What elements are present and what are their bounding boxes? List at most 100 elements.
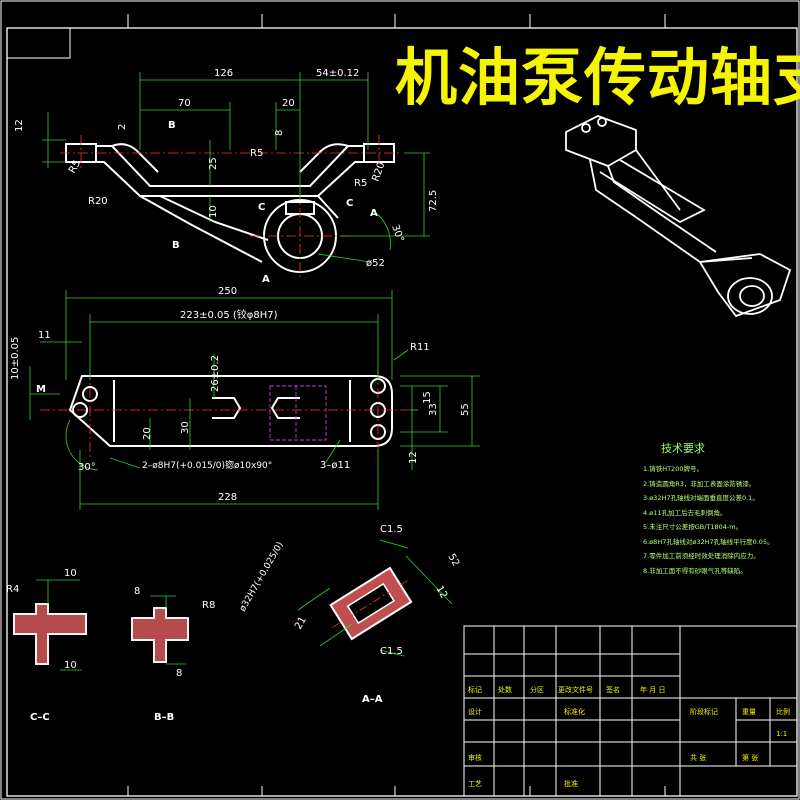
tb-sheet-0: 共 张 [690, 753, 706, 762]
label-c-left: C [258, 202, 265, 213]
dim-r11: R11 [410, 342, 430, 353]
tb-r2-0: 设计 [468, 707, 482, 716]
technical-requirements: 技术要求 1.铸铁HT200牌号。 2.铸造圆角R3，非加工表面涂防锈漆。 3.… [643, 440, 800, 578]
dim-26: 26±0.2 [210, 355, 221, 392]
label-c-right: C [346, 198, 353, 209]
dim-12: 12 [14, 119, 25, 132]
zone-ticks [127, 14, 666, 796]
tb-r1-4: 签名 [606, 685, 620, 694]
front-view [65, 143, 395, 273]
dim-r5-c: R5 [354, 178, 367, 189]
dim-10-005: 10±0.05 [10, 337, 21, 380]
dim-70: 70 [178, 98, 191, 109]
dim-8a: 8 [134, 586, 140, 597]
plan-centerlines [40, 370, 410, 460]
section-bb: 8 8 R8 B–B [131, 586, 215, 723]
tech-item: 6.ø8H7孔轴线对ø32H7孔轴线平行度0.05。 [643, 537, 774, 546]
dim-12c: 12 [433, 584, 449, 601]
tb-part-1: 重量 [742, 708, 756, 716]
tb-r4-0: 工艺 [468, 780, 482, 788]
dim-30deg: 30° [389, 223, 405, 243]
dim-33: 33 [428, 403, 439, 416]
section-aa-label: A–A [362, 694, 383, 705]
dim-25: 25 [208, 157, 219, 170]
dim-10: 10 [208, 205, 219, 218]
section-cc: R4 10 10 C–C [6, 568, 87, 723]
tb-part-2: 比例 [776, 707, 790, 716]
plan-view [68, 375, 393, 447]
label-a-bot: A [262, 274, 270, 285]
plan-dim-text: 250 223±0.05 (铰φ8H7) 10±0.05 11 R11 26±0… [10, 286, 471, 503]
tech-item: 5.未注尺寸公差按GB/T1804-m。 [643, 523, 743, 531]
dim-12b: 12 [408, 451, 419, 464]
dim-phi52: ø52 [366, 258, 385, 269]
dim-20: 20 [282, 98, 295, 109]
dim-52: 52 [445, 552, 461, 569]
tb-r3-0: 审核 [468, 753, 482, 762]
drawing-title: 机油泵传动轴支 [395, 41, 800, 114]
dim-2: 2 [117, 124, 128, 130]
front-view-dims [42, 72, 430, 263]
tb-r1-3: 更改文件号 [558, 685, 593, 694]
dim-r20-b: R20 [370, 161, 387, 183]
isometric-view [565, 115, 792, 318]
front-view-dim-text: 126 54±0.12 70 20 12 8 2 R5 R5 R5 R20 R2… [14, 68, 439, 269]
inner-frame [6, 27, 798, 797]
tech-item: 4.ø11孔加工后去毛刺倒角。 [643, 508, 727, 517]
section-aa: ø32H7(+0.025/0) 21 52 12 C1.5 C1.5 A–A [238, 524, 461, 705]
dim-30: 30 [180, 421, 191, 434]
label-b-bot: B [172, 240, 180, 251]
tb-r1-1: 处数 [498, 685, 512, 694]
tb-r1-0: 标记 [468, 685, 482, 694]
dim-10d: 10 [64, 660, 77, 671]
dim-11: 11 [38, 330, 51, 341]
section-bb-label: B–B [154, 712, 174, 723]
label-b-top: B [168, 120, 176, 131]
dim-30b: 30° [78, 462, 96, 473]
dim-8b: 8 [176, 668, 182, 679]
tb-r2-3: 标准化 [564, 707, 585, 716]
plan-hidden-lines [269, 385, 327, 441]
dim-phi32: ø32H7(+0.025/0) [238, 540, 286, 613]
tb-r4-3: 批准 [564, 779, 578, 788]
tb-scale: 1:1 [776, 730, 787, 738]
tb-r1-2: 分区 [530, 685, 544, 694]
view-markers-top: B B C C A A [168, 120, 378, 285]
tech-item: 1.铸铁HT200牌号。 [643, 465, 703, 473]
tech-item: 8.非加工面不得有砂眼气孔等缺陷。 [643, 566, 747, 575]
dim-20: 20 [142, 427, 153, 440]
dim-r8: R8 [202, 600, 215, 611]
title-block-text: 标记 处数 分区 更改文件号 签名 年 月 日 设计 标准化 审核 工艺 批准 … [468, 685, 790, 788]
front-view-centerlines [60, 135, 400, 280]
dim-55: 55 [460, 403, 471, 416]
dim-8: 8 [274, 130, 285, 136]
dim-250: 250 [218, 286, 237, 297]
dim-2phi8: 2–ø8H7(+0.015/0)锪ø10x90° [142, 459, 272, 471]
tech-item: 2.铸造圆角R3，非加工表面涂防锈漆。 [643, 479, 756, 488]
tech-heading: 技术要求 [661, 442, 705, 455]
tb-r1-5: 年 月 日 [640, 685, 665, 694]
dim-r5-a: R5 [250, 148, 263, 159]
dim-223: 223±0.05 (铰φ8H7) [180, 308, 278, 321]
corner-box [7, 28, 71, 59]
dim-54: 54±0.12 [316, 68, 359, 79]
dim-15: 15 [422, 391, 433, 404]
tech-item: 7.零件加工前须经时效处理消除内应力。 [643, 552, 760, 560]
section-cc-label: C–C [30, 712, 50, 723]
tech-item: 3.ø32H7孔轴线对端面垂直度公差0.1。 [643, 494, 759, 502]
label-m: M [36, 384, 46, 395]
dim-c15-b: C1.5 [380, 646, 403, 657]
dim-21: 21 [293, 615, 309, 632]
dim-r20-a: R20 [88, 196, 108, 207]
plan-dims [29, 290, 480, 510]
dim-72: 72.5 [428, 190, 439, 212]
dim-3phi11: 3–ø11 [320, 460, 350, 471]
title-block [463, 625, 798, 797]
dim-r4: R4 [6, 584, 19, 595]
label-a-top: A [370, 208, 378, 219]
dim-228: 228 [218, 492, 237, 503]
tb-part-0: 阶段标记 [690, 707, 718, 716]
dim-126: 126 [214, 68, 233, 79]
